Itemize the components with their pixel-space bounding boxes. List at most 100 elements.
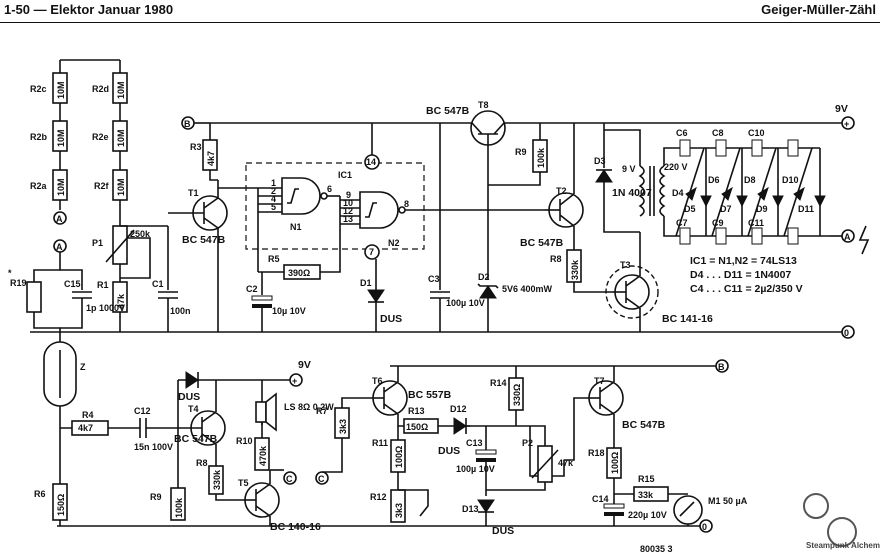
t5-id: T5 bbox=[238, 478, 249, 488]
node-a-left bbox=[53, 211, 67, 225]
r10-value: 100k bbox=[174, 497, 184, 518]
c13-id: C13 bbox=[466, 438, 483, 448]
d8-label: D8 bbox=[744, 175, 756, 185]
r13-value: 100Ω bbox=[394, 446, 404, 468]
r3-value: 4k7 bbox=[206, 151, 216, 166]
resistor-r2b bbox=[52, 120, 68, 152]
r7-id: R8 bbox=[196, 458, 208, 468]
r17-value: 33k bbox=[638, 490, 654, 500]
r8-value: 150Ω bbox=[56, 494, 66, 516]
terminal-0-bottom bbox=[699, 519, 713, 533]
r6-value: 330k bbox=[570, 259, 580, 280]
d4-label: D4 bbox=[672, 188, 684, 198]
t5-type: BC 140-16 bbox=[270, 521, 321, 533]
terminal-0-top-label: 0 bbox=[844, 328, 849, 338]
terminal-9v-audio bbox=[289, 373, 303, 387]
c8-id: C10 bbox=[748, 128, 765, 138]
r8-id: R6 bbox=[34, 489, 46, 499]
p1-value: 250k bbox=[130, 229, 151, 239]
cap-c7 bbox=[715, 227, 727, 245]
r7-value: 330k bbox=[212, 469, 222, 490]
pin-7: 7 bbox=[369, 247, 374, 257]
d13-id: D13 bbox=[462, 504, 479, 514]
d9-label: D9 bbox=[756, 204, 768, 214]
r14-id: R12 bbox=[370, 492, 387, 502]
hv-warning-icon bbox=[858, 225, 870, 255]
label-9v-audio: 9V bbox=[298, 359, 311, 371]
d12-type: DUS bbox=[438, 445, 460, 457]
resistor-r19 bbox=[26, 281, 42, 313]
meter-m1 bbox=[673, 495, 703, 525]
d2-id: D2 bbox=[478, 272, 490, 282]
d1-type: DUS bbox=[380, 313, 402, 325]
c6-id: C8 bbox=[712, 128, 724, 138]
c13-value: 100µ 10V bbox=[456, 464, 495, 474]
terminal-c-left-label: C bbox=[318, 474, 325, 484]
c15-id: C15 bbox=[64, 279, 81, 289]
ic1-outline bbox=[245, 162, 425, 250]
transformer-secondary bbox=[659, 165, 666, 217]
r9-id: R4 bbox=[82, 410, 94, 420]
r3-id: R3 bbox=[190, 142, 202, 152]
r4-value: 100k bbox=[536, 147, 546, 168]
c14-id: C14 bbox=[592, 494, 609, 504]
t7-id: T7 bbox=[594, 376, 605, 386]
r2f-id: R2f bbox=[94, 181, 110, 191]
t2-type: BC 547B bbox=[520, 237, 564, 249]
c12-id: C12 bbox=[134, 406, 151, 416]
r17-id: R15 bbox=[638, 474, 655, 484]
p1-id: P1 bbox=[92, 238, 103, 248]
c2-value: 10µ 10V bbox=[272, 306, 306, 316]
t4-type: BC 547B bbox=[174, 433, 218, 445]
c2-id: C2 bbox=[246, 284, 258, 294]
c12-value: 15n 100V bbox=[134, 442, 173, 452]
terminal-a-hv-label: A bbox=[844, 232, 851, 242]
terminal-c-right bbox=[283, 471, 297, 485]
r1-value: 47k bbox=[116, 293, 126, 309]
terminal-b-bottom-label: B bbox=[718, 362, 725, 372]
resistor-r2a bbox=[52, 169, 68, 201]
pin-4: 4 bbox=[271, 194, 276, 204]
transformer-secondary-label: 220 V bbox=[664, 162, 688, 172]
pin-6: 6 bbox=[327, 184, 332, 194]
d7-label: D7 bbox=[720, 204, 732, 214]
r15-id: R14 bbox=[490, 378, 507, 388]
ic1-id: IC1 bbox=[338, 170, 352, 180]
r19-star: * bbox=[8, 268, 12, 278]
d5-label: D5 bbox=[684, 204, 696, 214]
r2a-id: R2a bbox=[30, 181, 48, 191]
r2a-value: 10M bbox=[56, 178, 66, 196]
r2d-value: 10M bbox=[116, 81, 126, 99]
c1-id: C1 bbox=[152, 279, 164, 289]
pin-2: 2 bbox=[271, 186, 276, 196]
c3-value: 100µ 10V bbox=[446, 298, 485, 308]
c7-id: C9 bbox=[712, 218, 724, 228]
transformer-primary bbox=[638, 165, 645, 217]
pin-1: 1 bbox=[271, 178, 276, 188]
terminal-9v bbox=[841, 116, 855, 130]
gate-n2 bbox=[359, 191, 399, 229]
t1-id: T1 bbox=[188, 188, 199, 198]
r12-value: 3k3 bbox=[338, 419, 348, 434]
t6-type: BC 557B bbox=[408, 389, 452, 401]
transformer-primary-label: 9 V bbox=[622, 164, 636, 174]
r6-id: R8 bbox=[550, 254, 562, 264]
r1-id: R1 bbox=[97, 280, 109, 290]
c14-value: 220µ 10V bbox=[628, 510, 667, 520]
pin-9: 9 bbox=[346, 190, 351, 200]
t8-id: T8 bbox=[478, 100, 489, 110]
r18-value: 150Ω bbox=[406, 422, 428, 432]
r2c-id: R2c bbox=[30, 84, 47, 94]
m1-label: M1 50 µA bbox=[708, 496, 748, 506]
pin-13: 13 bbox=[343, 214, 353, 224]
t2-id: T2 bbox=[556, 186, 567, 196]
resistor-r8 bbox=[52, 483, 68, 521]
page-header-left: 1-50 — Elektor Januar 1980 bbox=[4, 2, 174, 17]
r11-id: R10 bbox=[236, 436, 253, 446]
gate-n1 bbox=[281, 177, 321, 215]
p2-id: P2 bbox=[522, 438, 533, 448]
t3-heatsink bbox=[605, 265, 659, 319]
r4-id: R9 bbox=[515, 147, 527, 157]
terminal-plus: + bbox=[844, 119, 849, 129]
cap-c6 bbox=[715, 139, 727, 157]
